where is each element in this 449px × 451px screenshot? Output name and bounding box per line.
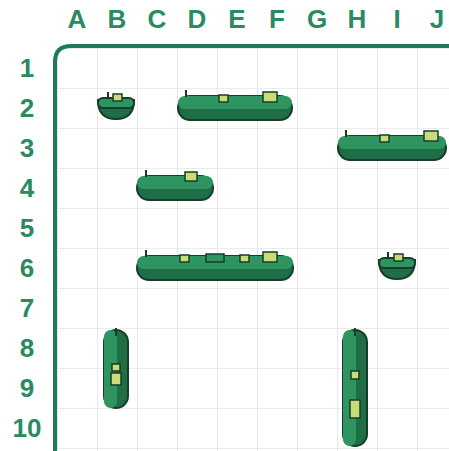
row-label: 9 — [20, 375, 34, 401]
ship — [379, 252, 415, 279]
row-label: 5 — [20, 215, 34, 241]
board-border — [55, 46, 449, 451]
ship — [343, 328, 367, 446]
column-label: G — [307, 6, 327, 32]
ship — [98, 92, 134, 119]
ship — [338, 130, 446, 160]
column-label: D — [188, 6, 207, 32]
column-label: I — [393, 6, 400, 32]
ship — [104, 328, 128, 408]
column-label: J — [430, 6, 444, 32]
row-label: 7 — [20, 295, 34, 321]
column-label: A — [68, 6, 87, 32]
column-label: C — [148, 6, 167, 32]
grid-lines — [57, 48, 449, 451]
ship — [178, 90, 292, 120]
row-label: 6 — [20, 255, 34, 281]
row-label: 1 — [20, 55, 34, 81]
row-label: 8 — [20, 335, 34, 361]
row-label: 3 — [20, 135, 34, 161]
ship — [137, 170, 213, 200]
column-label: B — [108, 6, 127, 32]
row-label: 10 — [13, 415, 42, 441]
row-label: 2 — [20, 95, 34, 121]
row-label: 4 — [20, 175, 34, 201]
ship — [137, 250, 293, 280]
column-label: H — [348, 6, 367, 32]
column-label: E — [228, 6, 245, 32]
column-label: F — [269, 6, 285, 32]
